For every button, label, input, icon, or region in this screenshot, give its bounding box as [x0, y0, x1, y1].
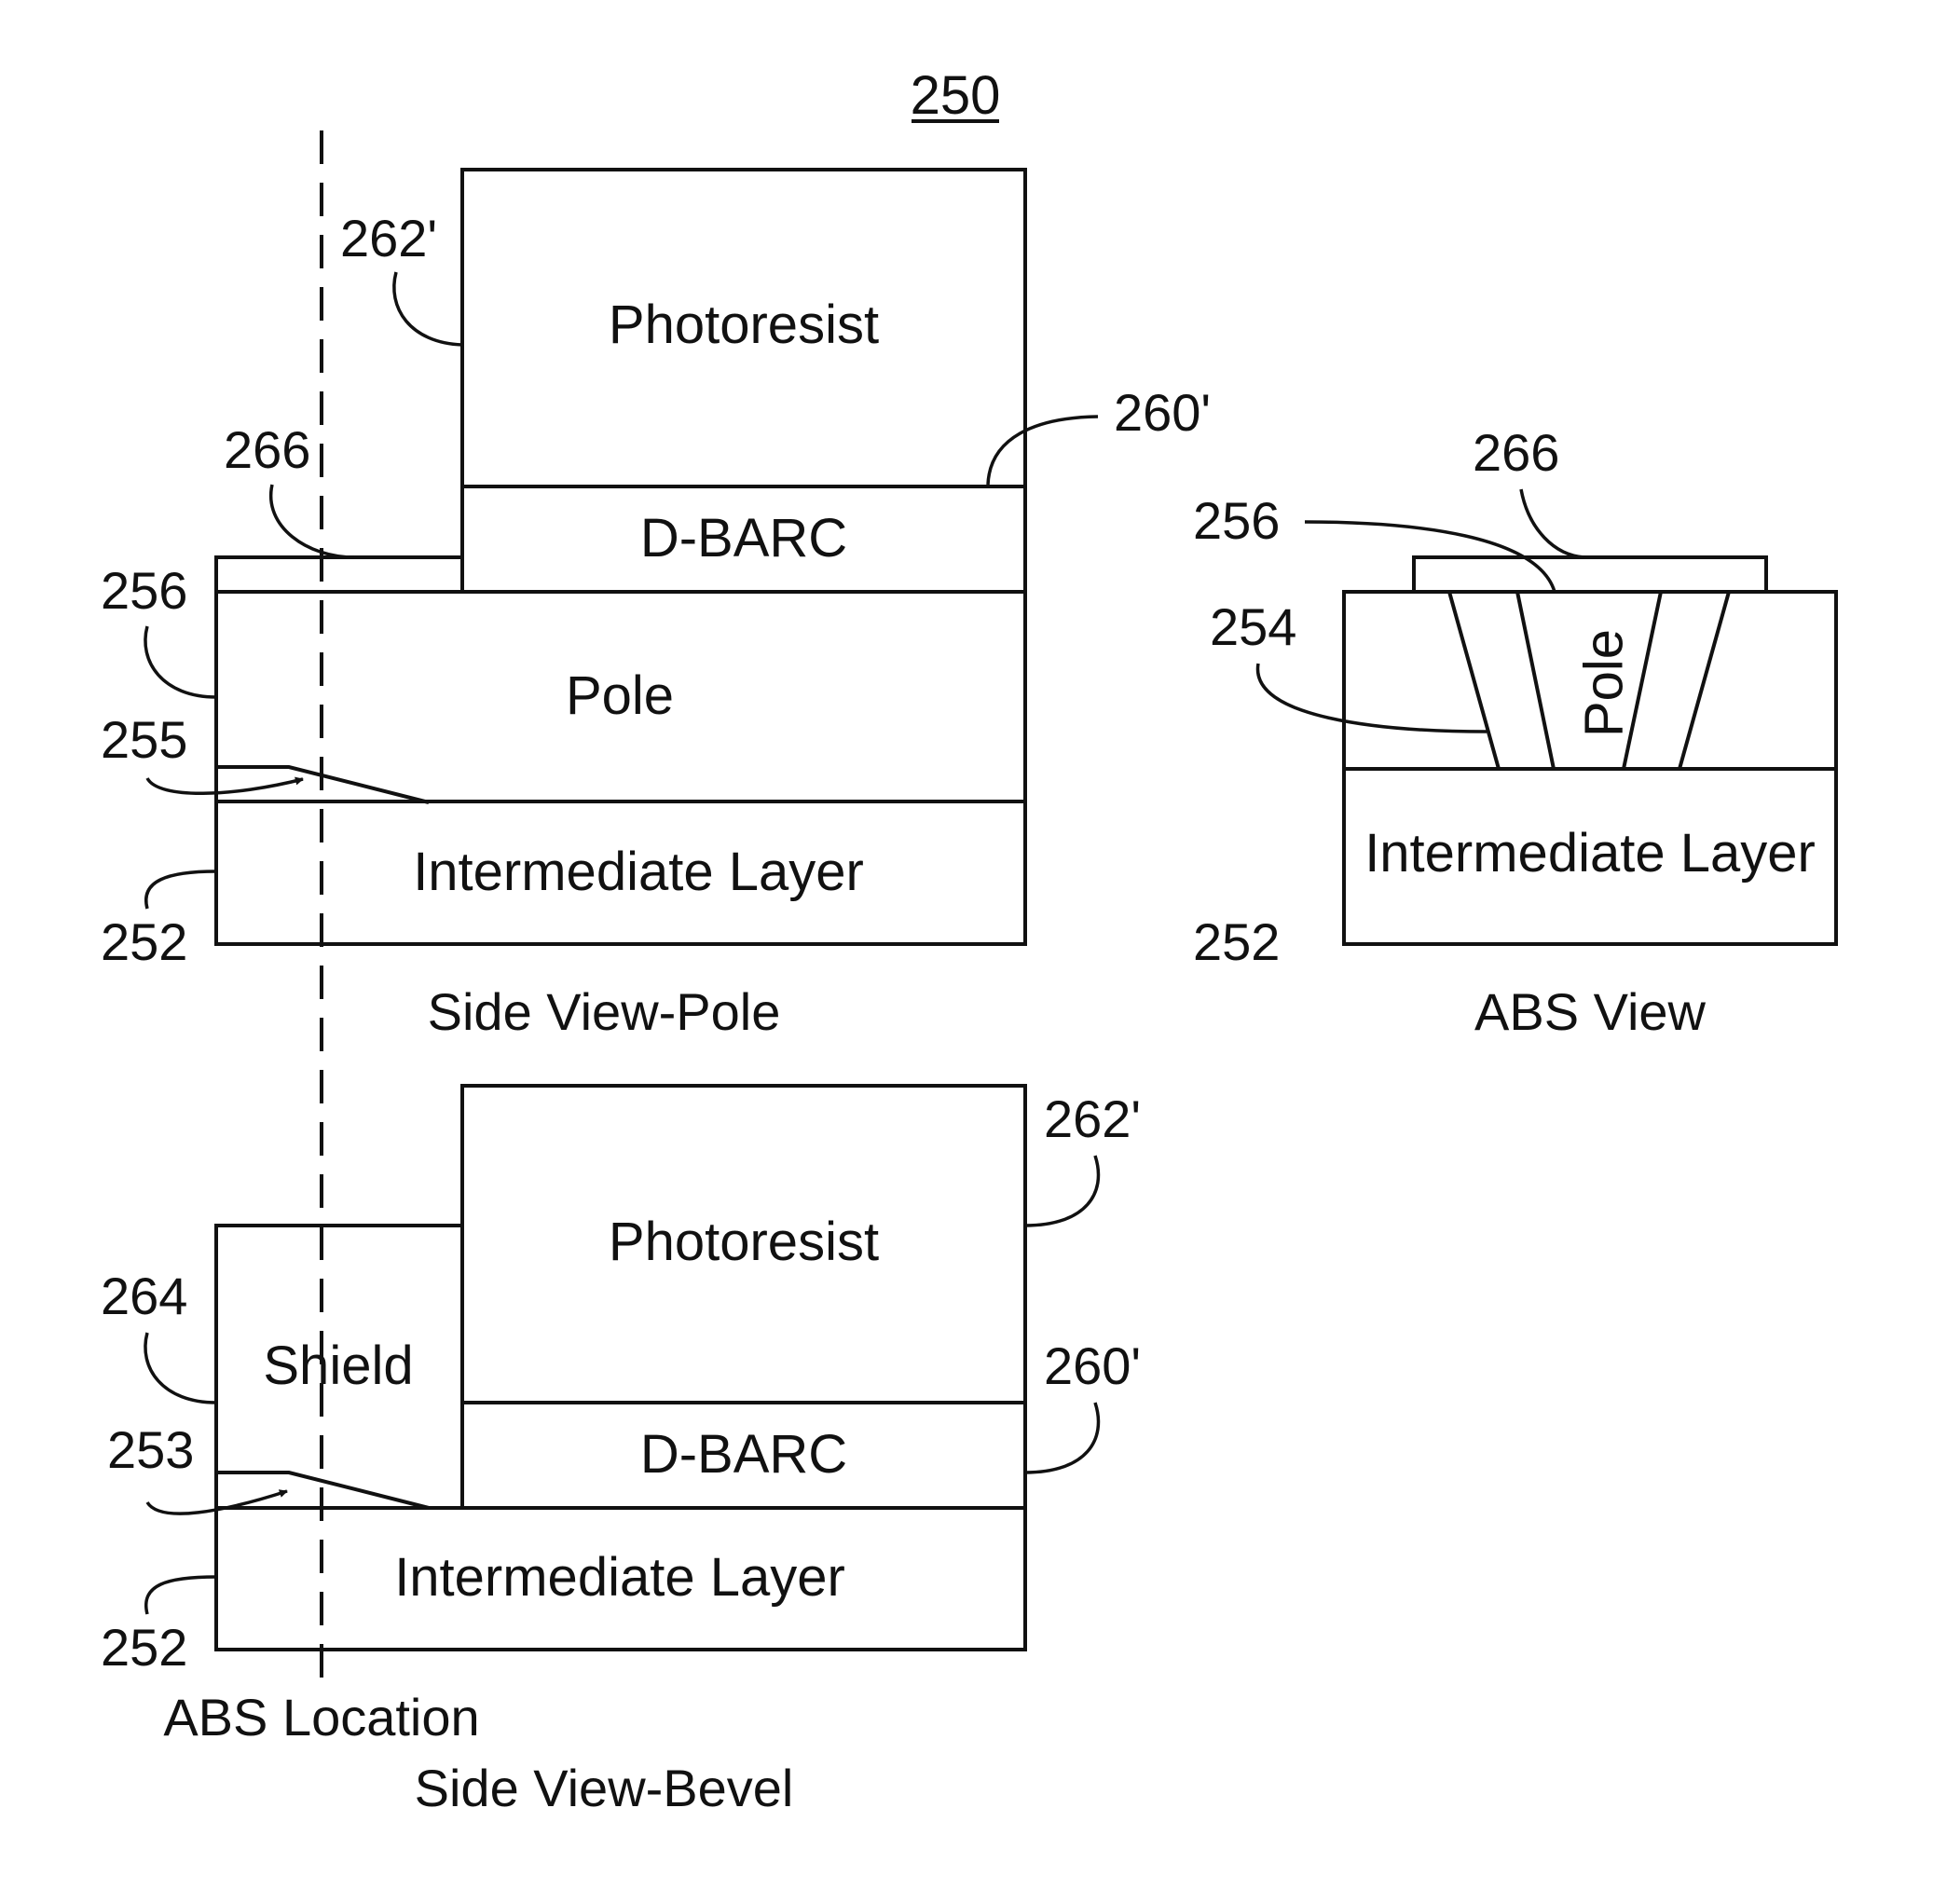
abs-view-caption: ABS View [1474, 982, 1707, 1041]
photoresist-label: Photoresist [609, 295, 879, 355]
abs-ref-254: 254 [1210, 597, 1296, 656]
pole-inner-left-wall [1517, 592, 1554, 769]
side-view-pole-caption: Side View-Pole [428, 982, 781, 1041]
bevel-ref-262-prime: 262' [1044, 1089, 1141, 1148]
abs-leader-254 [1257, 664, 1487, 732]
bevel-leader-252 [146, 1577, 216, 1614]
leader-255-arrow [147, 778, 303, 793]
bevel-leader-264 [145, 1333, 216, 1403]
leader-252 [146, 871, 216, 909]
bevel-leader-260-prime [1025, 1403, 1098, 1473]
leader-260-prime [988, 417, 1098, 485]
bevel-ref-260-prime: 260' [1044, 1336, 1141, 1395]
ref-262-prime: 262' [340, 209, 437, 267]
side-view-pole: Photoresist D-BARC Pole Intermediate Lay… [101, 170, 1211, 1041]
side-view-bevel: Photoresist D-BARC Shield Intermediate L… [101, 1086, 1141, 1817]
pole-label: Pole [566, 665, 674, 726]
bevel-dbarc-label: D-BARC [640, 1424, 847, 1485]
layer-266 [216, 557, 462, 592]
abs-leader-266 [1521, 489, 1584, 557]
abs-ref-252: 252 [1193, 912, 1280, 971]
ref-252: 252 [101, 912, 187, 971]
leader-256 [145, 626, 216, 697]
leader-266 [271, 485, 354, 557]
bevel-ref-253: 253 [107, 1420, 194, 1479]
bevel-leader-262-prime [1025, 1156, 1098, 1226]
ref-260-prime: 260' [1114, 383, 1211, 442]
figure-number: 250 [911, 65, 1001, 126]
abs-view: Pole Intermediate Layer 266 256 254 252 … [1193, 423, 1836, 1041]
abs-location-label: ABS Location [163, 1688, 479, 1746]
bevel-intermediate-label: Intermediate Layer [394, 1547, 845, 1608]
bevel-ref-252: 252 [101, 1618, 187, 1677]
abs-ref-266: 266 [1473, 423, 1559, 482]
dbarc-label: D-BARC [640, 508, 847, 568]
abs-ref-256: 256 [1193, 491, 1280, 550]
side-view-bevel-caption: Side View-Bevel [415, 1759, 794, 1817]
abs-intermediate-label: Intermediate Layer [1364, 823, 1816, 884]
leader-262-prime [394, 272, 462, 345]
abs-pole-label: Pole [1573, 629, 1634, 737]
ref-266: 266 [224, 420, 310, 479]
bevel-ref-264: 264 [101, 1267, 187, 1325]
abs-layer-266 [1414, 557, 1766, 592]
pole-outer-left-wall [1449, 592, 1499, 769]
intermediate-label: Intermediate Layer [413, 842, 864, 902]
bevel-photoresist-label: Photoresist [609, 1212, 879, 1272]
pole-outer-right-wall [1679, 592, 1729, 769]
ref-255: 255 [101, 710, 187, 769]
ref-256: 256 [101, 561, 187, 620]
shield-label: Shield [263, 1336, 413, 1396]
